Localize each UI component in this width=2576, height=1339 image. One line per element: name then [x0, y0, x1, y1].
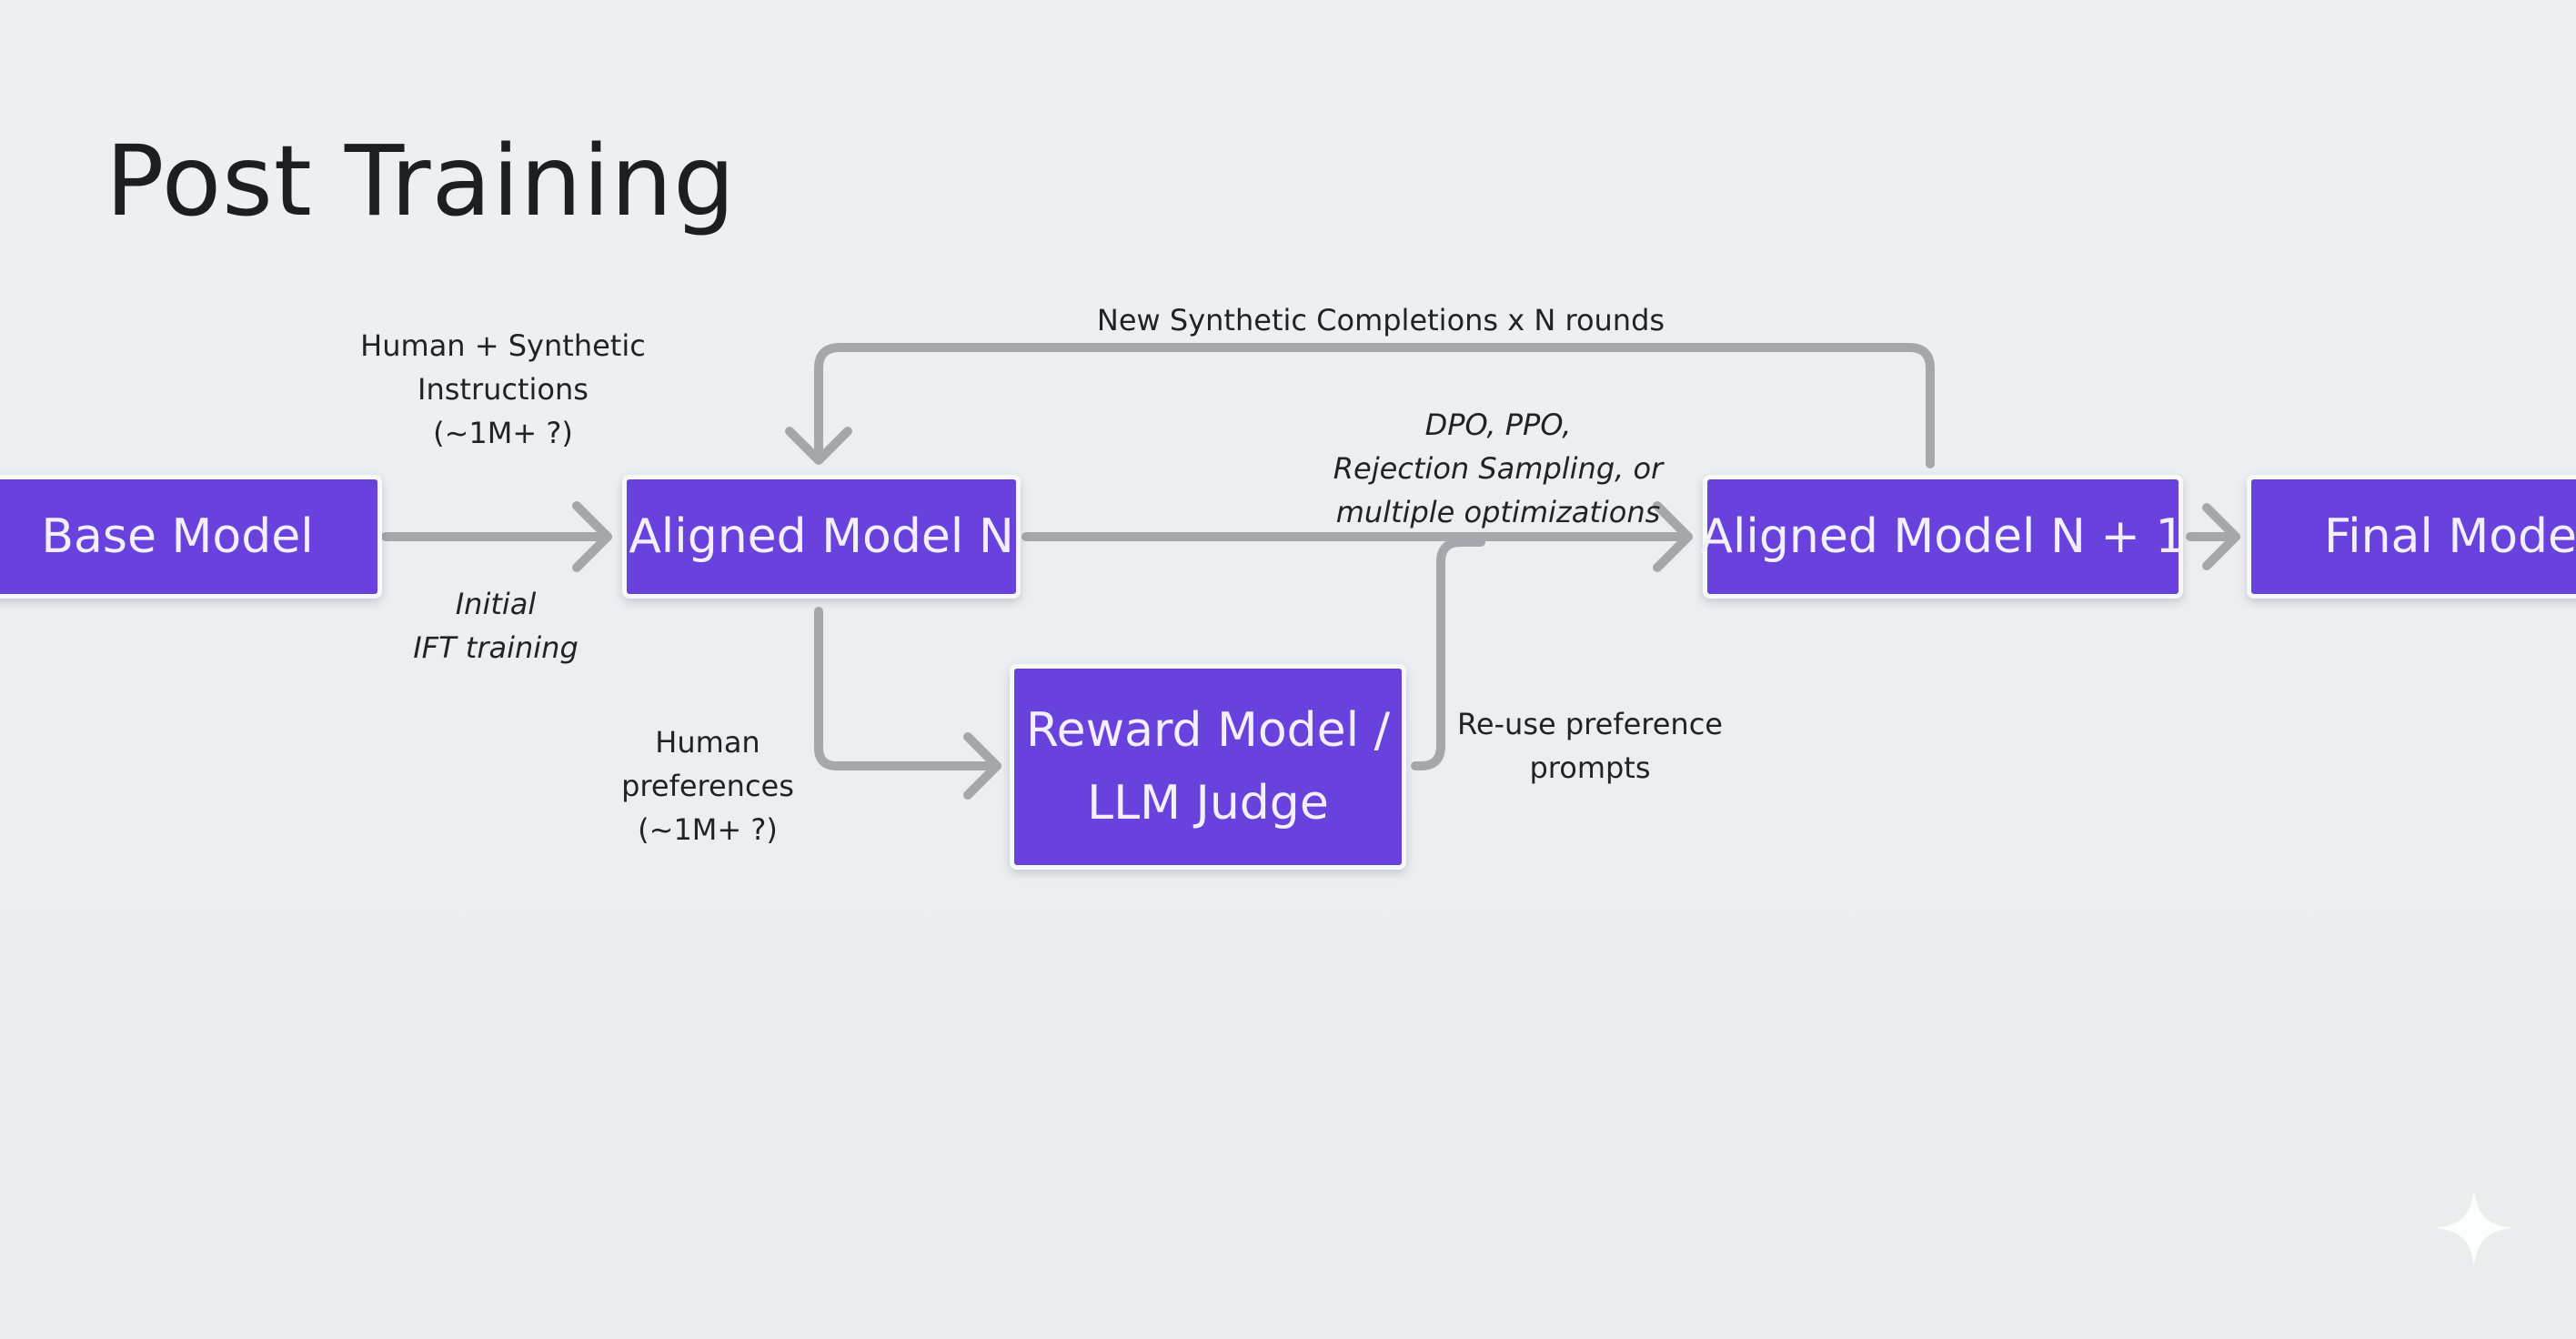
- page-title: Post Training: [106, 126, 737, 238]
- label-initial-training-line-1: Initial: [455, 587, 537, 621]
- node-aligned-model-n-label: Aligned Model N: [629, 509, 1014, 564]
- label-initial-training: Initial IFT training: [413, 582, 579, 670]
- arrowhead-base-to-aligned: [572, 501, 612, 572]
- label-human-preferences-line-1: Human: [655, 725, 760, 760]
- node-aligned-model-n-plus-1: Aligned Model N + 1: [1700, 475, 2186, 599]
- label-synthetic-loop: New Synthetic Completions x N rounds: [1097, 298, 1665, 342]
- node-reward-model-line-1: Reward Model /: [1025, 703, 1391, 758]
- arrowhead-synthetic-loop: [785, 427, 852, 465]
- arrow-aligned-to-reward: [814, 607, 1001, 770]
- node-aligned-model-n: Aligned Model N: [622, 475, 1021, 599]
- node-reward-model-line-2: LLM Judge: [1087, 776, 1329, 831]
- label-human-preferences: Human preferences (~1M+ ?): [621, 720, 794, 851]
- arrowhead-aligned-to-aligned-next: [1653, 501, 1693, 572]
- sparkle-icon: [2435, 1189, 2513, 1267]
- arrowhead-aligned-to-reward: [963, 732, 1001, 800]
- node-base-model-label: Base Model: [41, 509, 314, 564]
- label-sft-data-line-1: Human + Synthetic: [360, 328, 646, 363]
- label-reuse-prompts-line-2: prompts: [1529, 750, 1651, 785]
- node-final-model-label: Final Model: [2324, 509, 2576, 564]
- label-human-preferences-line-3: (~1M+ ?): [638, 812, 778, 847]
- label-human-preferences-line-2: preferences: [621, 769, 794, 803]
- arrow-synthetic-loop: [814, 343, 1935, 468]
- arrowhead-aligned-next-to-final: [2202, 503, 2240, 570]
- label-sft-data-line-2: Instructions: [418, 372, 589, 407]
- label-optimization-line-3: multiple optimizations: [1335, 495, 1661, 529]
- arrow-reward-reuse: [1411, 538, 1485, 770]
- label-initial-training-line-2: IFT training: [413, 630, 579, 665]
- label-optimization-methods: DPO, PPO, Rejection Sampling, or multipl…: [1333, 403, 1663, 534]
- label-synthetic-loop-text: New Synthetic Completions x N rounds: [1096, 303, 1665, 337]
- label-reuse-prompts-line-1: Re-use preference: [1457, 707, 1723, 741]
- node-aligned-model-n-plus-1-label: Aligned Model N + 1: [1700, 509, 2186, 564]
- label-optimization-line-1: DPO, PPO,: [1424, 408, 1572, 442]
- node-final-model: Final Model: [2247, 475, 2576, 599]
- label-optimization-line-2: Rejection Sampling, or: [1333, 451, 1664, 486]
- node-base-model: Base Model: [0, 475, 382, 599]
- label-reuse-prompts: Re-use preference prompts: [1457, 702, 1723, 790]
- node-reward-model: Reward Model / LLM Judge: [1010, 664, 1406, 870]
- label-sft-data-line-3: (~1M+ ?): [433, 416, 573, 450]
- label-sft-data: Human + Synthetic Instructions (~1M+ ?): [360, 324, 646, 455]
